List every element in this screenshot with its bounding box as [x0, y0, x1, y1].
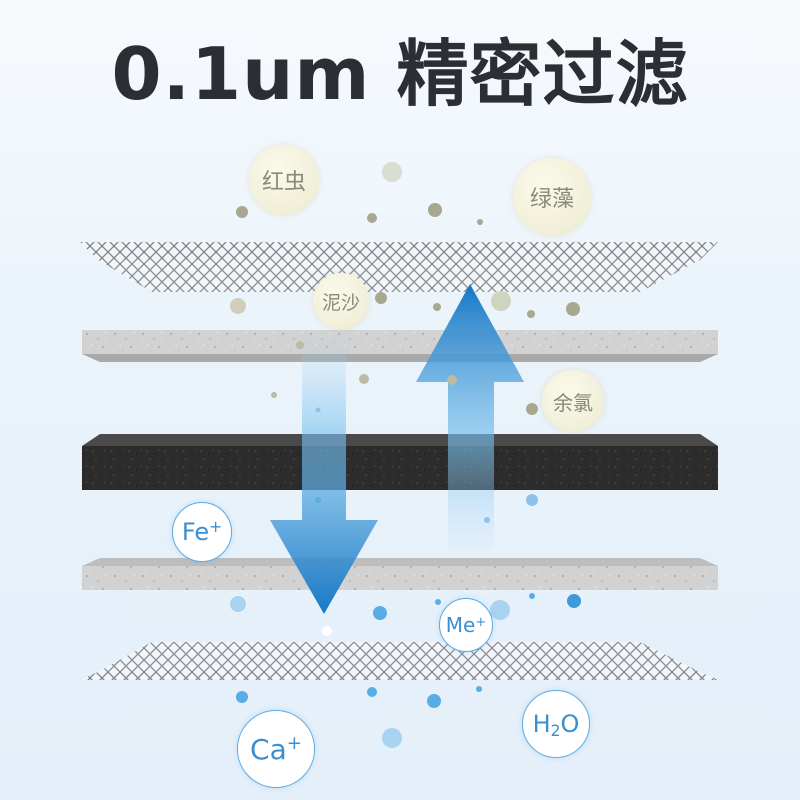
up-arrow-icon: [416, 284, 524, 560]
pp-layer-upper: [82, 330, 718, 362]
mineral-label: Ca+: [250, 732, 302, 766]
mineral-bubble-fe: Fe+: [172, 502, 232, 562]
down-arrow-icon: [270, 330, 378, 614]
mineral-bubble-me: Me+: [439, 598, 493, 652]
impurity-label: 红虫: [261, 170, 306, 195]
mineral-label: Fe+: [181, 518, 223, 546]
mineral-bubble-ca: Ca+: [237, 710, 315, 788]
mineral-label: Me+: [445, 613, 487, 637]
impurity-bubble-green-algae: 绿藻: [513, 158, 591, 236]
impurity-label: 绿藻: [529, 187, 574, 212]
impurity-bubble-red-worm: 红虫: [249, 145, 319, 215]
impurity-bubble-sediment: 泥沙: [313, 273, 369, 329]
pp-layer-lower: [82, 558, 718, 590]
mineral-dots: [230, 407, 581, 748]
impurity-dots: [230, 162, 580, 415]
impurity-label: 余氯: [553, 390, 593, 415]
impurity-label: 泥沙: [321, 291, 360, 314]
mineral-bubble-h2o: H2O: [522, 690, 590, 758]
mesh-layer-top: [80, 242, 718, 292]
impurity-bubble-chlorine: 余氯: [542, 370, 604, 432]
carbon-layer: [82, 434, 718, 490]
page-title: 0.1um 精密过滤: [111, 32, 689, 116]
mineral-label: H2O: [532, 710, 580, 740]
mesh-layer-bottom: [80, 642, 718, 680]
